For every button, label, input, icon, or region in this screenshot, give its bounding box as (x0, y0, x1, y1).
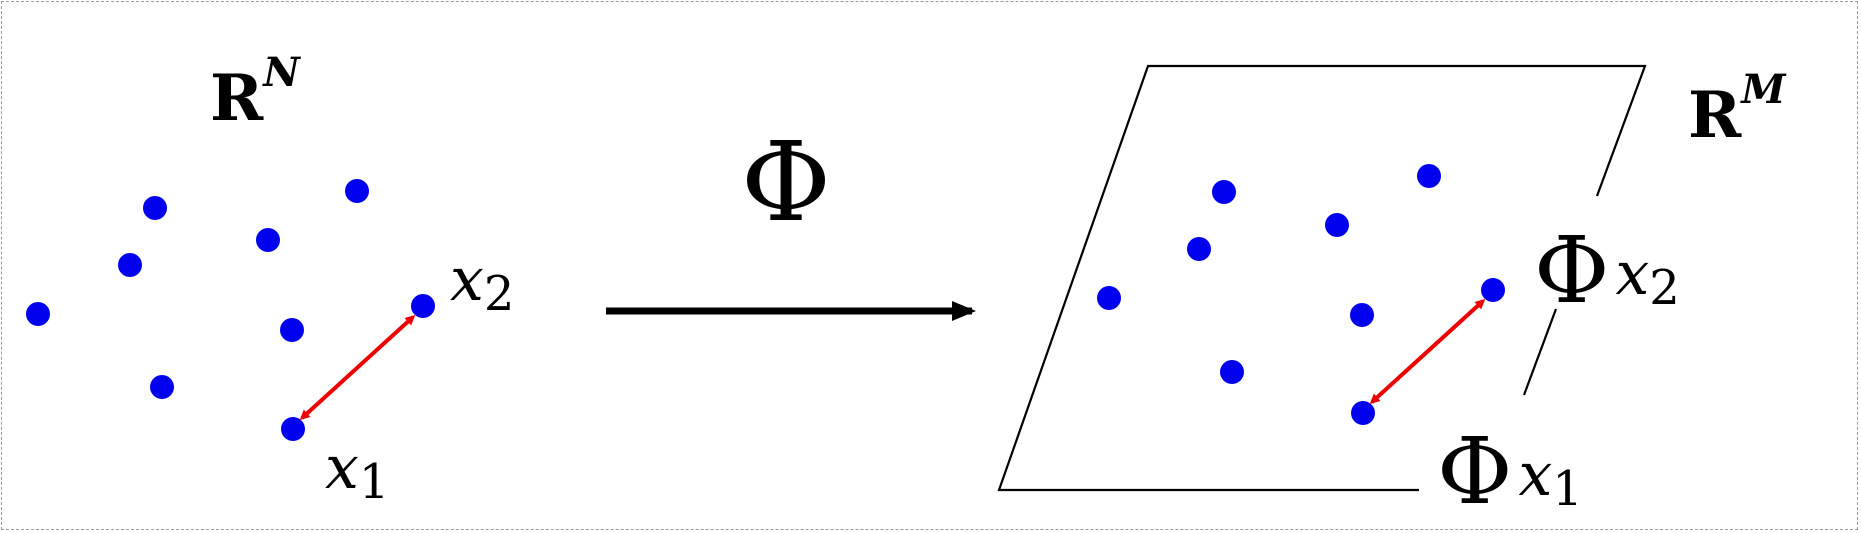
left-point (150, 375, 174, 399)
right-distance-arrow (1369, 298, 1486, 405)
embedding-plane (997, 64, 1647, 492)
right-point (1417, 164, 1441, 188)
label-phi-x1-phi: Φ (1437, 418, 1512, 525)
left-space-label: RN (210, 49, 301, 136)
label-phi-x1-x: x (1518, 440, 1552, 510)
label-phi-x2-x: x (1615, 239, 1649, 309)
left-space-label-sup: N (261, 49, 301, 96)
label-x2-base: x (450, 245, 484, 315)
left-space-label-base: R (210, 61, 264, 136)
right-point (1212, 180, 1236, 204)
left-point (280, 318, 304, 342)
left-point-x1 (281, 417, 305, 441)
right-point-phi-x1 (1351, 401, 1375, 425)
label-x1: x1 (325, 433, 389, 510)
right-space-label: RM (1688, 66, 1787, 153)
right-space-label-sup: M (1739, 66, 1787, 113)
left-point (345, 179, 369, 203)
left-points (26, 179, 435, 441)
left-point (118, 253, 142, 277)
label-x2-sub: 2 (484, 266, 515, 322)
right-space-label-base: R (1688, 78, 1742, 153)
right-point (1187, 237, 1211, 261)
right-point (1325, 213, 1349, 237)
label-x1-sub: 1 (359, 454, 390, 510)
label-phi-x1-sub: 1 (1552, 461, 1583, 517)
right-point-phi-x2 (1481, 278, 1505, 302)
label-phi-x2-phi: Φ (1534, 217, 1609, 324)
label-x2: x2 (450, 245, 514, 322)
left-distance-arrow (299, 314, 416, 421)
right-point (1220, 360, 1244, 384)
mapping-symbol: Φ (741, 118, 831, 246)
left-point (143, 196, 167, 220)
right-point (1097, 286, 1121, 310)
left-point (256, 228, 280, 252)
label-x1-base: x (325, 433, 359, 503)
label-phi-x2-sub: 2 (1649, 260, 1680, 316)
right-points (1097, 164, 1505, 425)
right-point (1350, 303, 1374, 327)
left-point (26, 302, 50, 326)
left-point-x2 (411, 294, 435, 318)
